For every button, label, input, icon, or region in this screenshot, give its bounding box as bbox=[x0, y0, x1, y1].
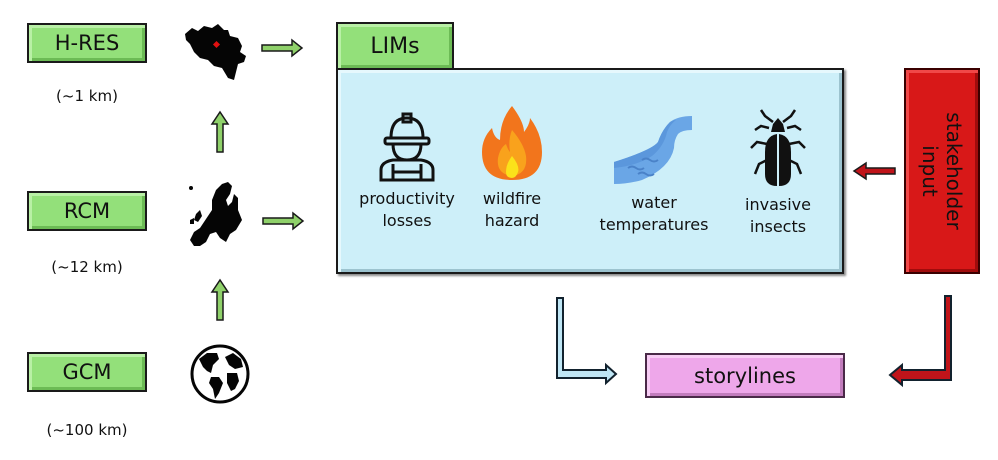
h-res-label: H-RES bbox=[54, 31, 120, 55]
h-res-resolution: (~1 km) bbox=[56, 87, 118, 105]
beetle-icon bbox=[750, 109, 806, 186]
storylines-label: storylines bbox=[694, 363, 796, 388]
arrow-stakeholder-to-lims bbox=[852, 161, 896, 181]
lim-label-line2: losses bbox=[382, 211, 432, 230]
arrow-rcm-to-hres bbox=[210, 110, 230, 153]
lim-label-line1: invasive bbox=[745, 195, 811, 214]
stakeholder-input-box: stakeholder input bbox=[904, 68, 980, 274]
belgium-map-icon bbox=[185, 24, 246, 80]
gcm-resolution: (~100 km) bbox=[46, 421, 128, 439]
lim-water-temperatures: water temperatures bbox=[584, 112, 724, 236]
lims-tab: LIMs bbox=[336, 22, 454, 68]
europe-map-icon bbox=[189, 182, 242, 246]
fire-icon bbox=[482, 106, 542, 180]
rcm-box: RCM bbox=[27, 191, 147, 231]
arrow-stakeholder-to-storylines bbox=[888, 295, 952, 388]
globe-icon bbox=[190, 344, 250, 404]
lim-wildfire-hazard: wildfire hazard bbox=[462, 104, 562, 232]
gcm-label: GCM bbox=[62, 360, 112, 384]
h-res-box: H-RES bbox=[27, 23, 147, 63]
lims-title: LIMs bbox=[370, 33, 420, 59]
gcm-box: GCM bbox=[27, 352, 147, 392]
lim-label-line2: temperatures bbox=[599, 215, 709, 234]
arrow-rcm-to-lims bbox=[262, 211, 305, 231]
lim-invasive-insects: invasive insects bbox=[728, 108, 828, 238]
lim-label-line1: water bbox=[631, 193, 677, 212]
lims-panel: productivity losses wildfire hazard wate… bbox=[336, 68, 844, 274]
arrow-lims-to-storylines bbox=[556, 297, 618, 386]
arrow-hres-to-lims bbox=[261, 38, 304, 58]
worker-icon bbox=[379, 112, 435, 182]
river-icon bbox=[614, 116, 692, 184]
rcm-resolution: (~12 km) bbox=[51, 258, 123, 276]
rcm-label: RCM bbox=[63, 199, 111, 223]
arrow-gcm-to-rcm bbox=[210, 278, 230, 321]
lim-label-line1: productivity bbox=[359, 189, 455, 208]
lim-label-line2: hazard bbox=[484, 211, 540, 230]
lim-label-line1: wildfire bbox=[482, 189, 542, 208]
lim-label-line2: insects bbox=[749, 217, 807, 236]
storylines-box: storylines bbox=[645, 353, 845, 398]
lim-productivity-losses: productivity losses bbox=[352, 112, 462, 232]
